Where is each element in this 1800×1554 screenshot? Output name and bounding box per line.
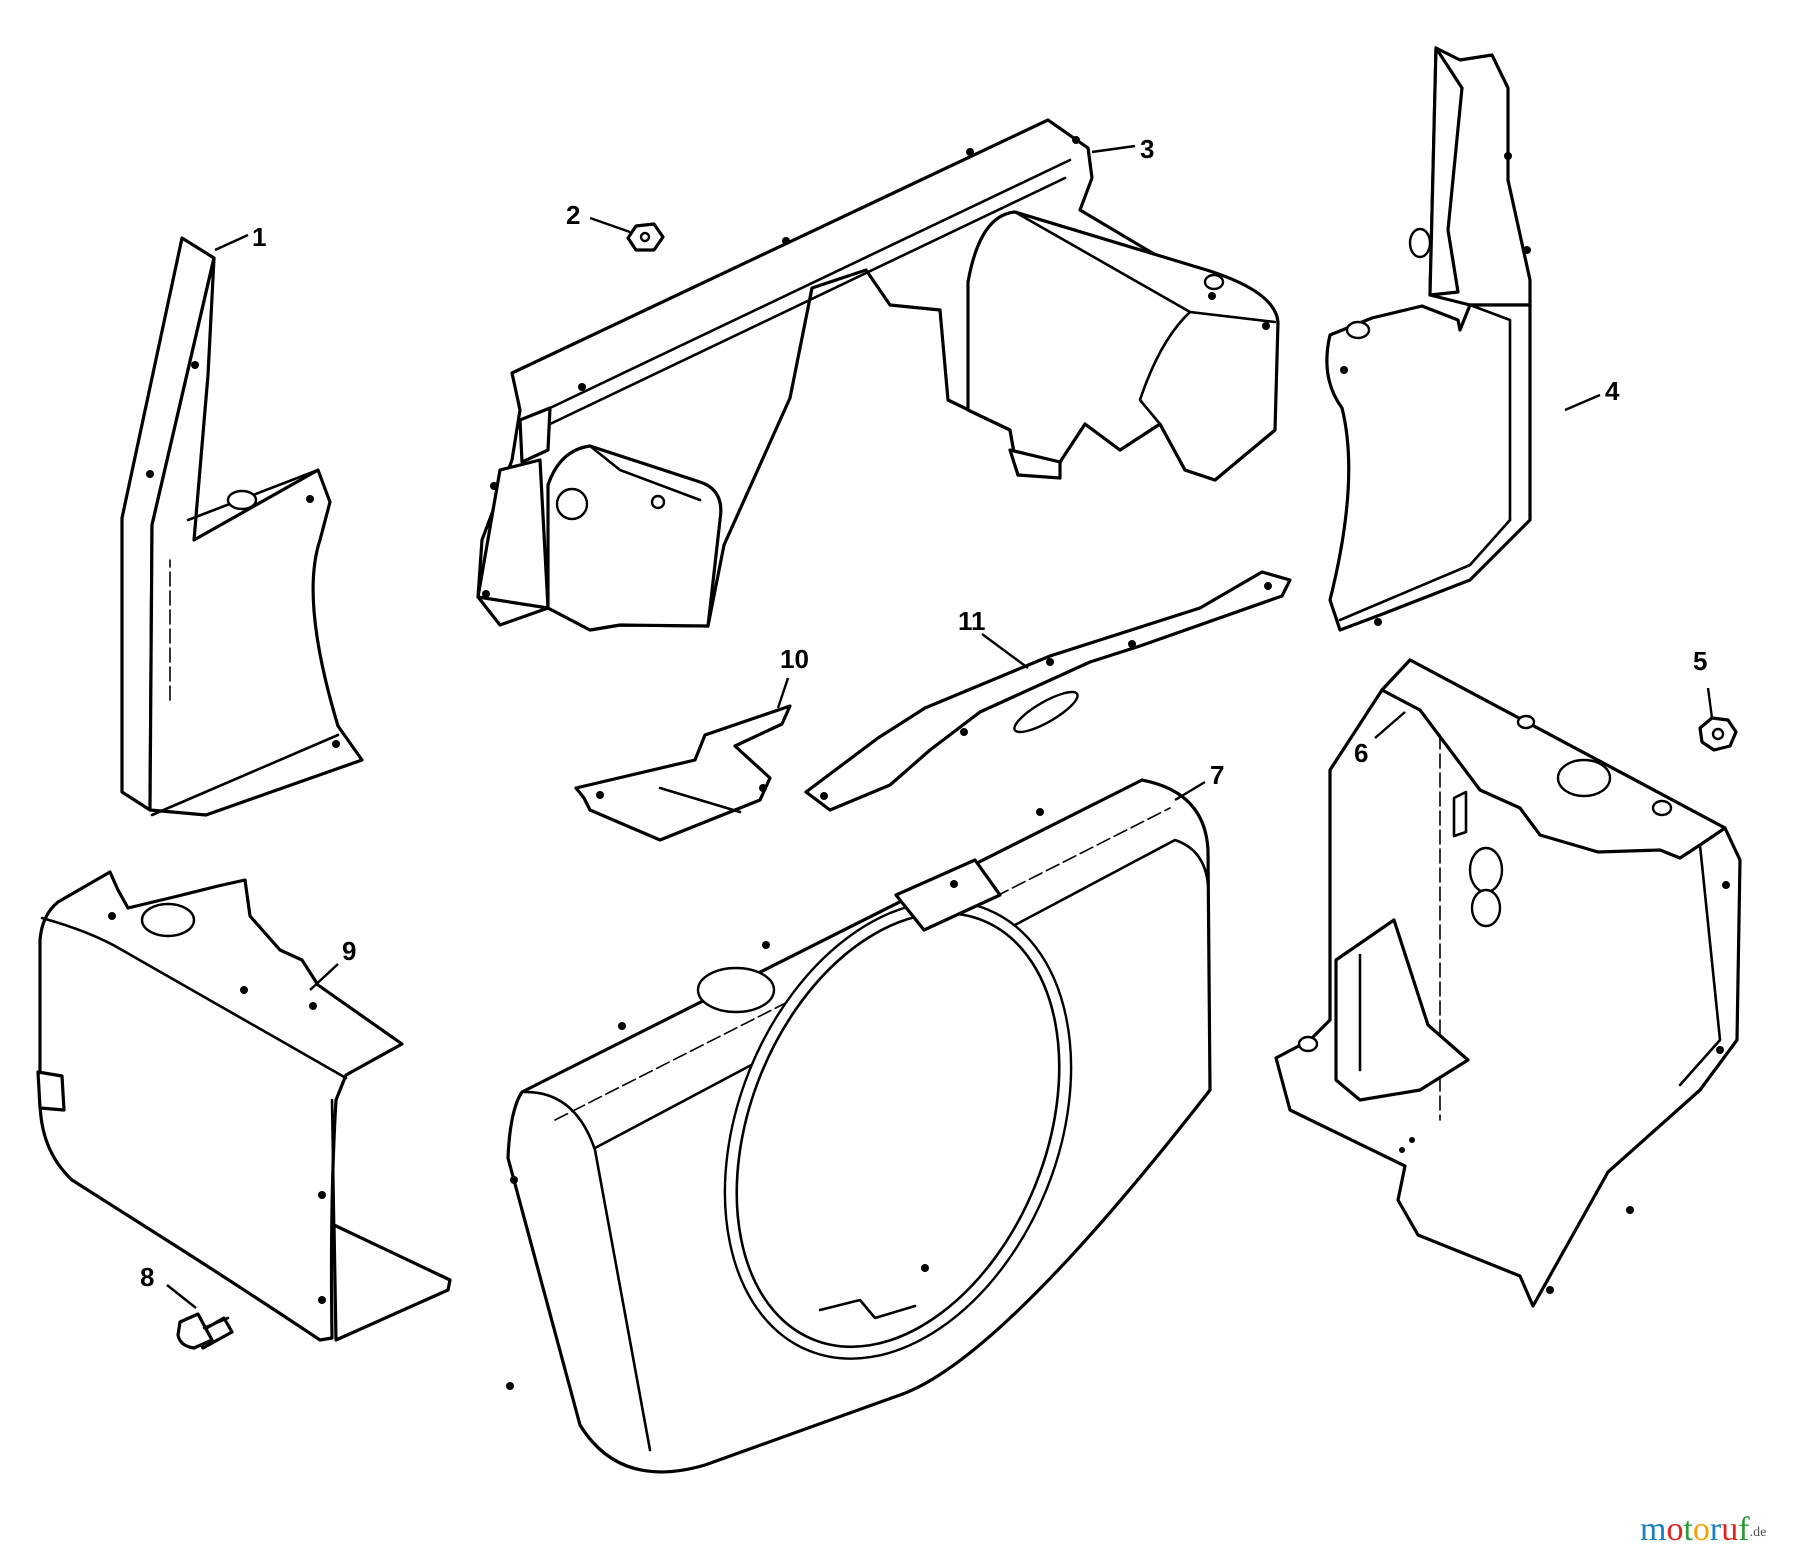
leader-3: [1091, 144, 1136, 154]
leader-lines: [166, 144, 1714, 1309]
callout-labels: 1 2 3 4 5 6 7 8 9 10 11: [140, 134, 1707, 1292]
callout-10: 10: [780, 644, 809, 674]
logo-letter-u: u: [1721, 1511, 1738, 1548]
leader-7: [1174, 780, 1206, 802]
logo-letter-f: f: [1738, 1511, 1750, 1548]
logo-letter-r: r: [1710, 1511, 1722, 1548]
callout-2: 2: [566, 200, 580, 230]
callout-5: 5: [1693, 646, 1707, 676]
part-5-lock-washer: [1698, 716, 1738, 752]
part-11-long-bracket: [804, 570, 1292, 812]
part-1-left-shroud: [120, 236, 364, 817]
part-2-nut: [626, 222, 665, 252]
callout-7: 7: [1210, 760, 1224, 790]
leader-10: [776, 677, 790, 709]
leader-4: [1564, 393, 1601, 412]
callout-6: 6: [1354, 738, 1368, 768]
part-3-rear-shroud: [476, 118, 1280, 632]
part-9-left-lower-shroud: [36, 870, 452, 1342]
leader-9: [309, 963, 339, 991]
leader-2: [589, 216, 631, 234]
callout-11: 11: [958, 606, 986, 636]
callout-4: 4: [1605, 376, 1620, 406]
leader-11: [981, 633, 1029, 669]
part-10-bracket: [574, 704, 792, 842]
leader-6: [1374, 711, 1406, 739]
part-6-right-lower-shroud: [1274, 658, 1742, 1308]
callout-8: 8: [140, 1262, 154, 1292]
logo-letter-m: m: [1640, 1511, 1666, 1548]
watermark-logo: motoruf.de: [1640, 1511, 1766, 1548]
logo-letter-o2: o: [1693, 1511, 1710, 1548]
part-4-right-shroud: [1325, 46, 1532, 632]
callout-1: 1: [252, 222, 266, 252]
logo-letter-t: t: [1683, 1511, 1693, 1548]
logo-tld: .de: [1750, 1525, 1767, 1540]
leader-1: [214, 233, 249, 252]
leader-5: [1706, 687, 1714, 719]
callout-9: 9: [342, 936, 356, 966]
callout-3: 3: [1140, 134, 1154, 164]
leader-8: [166, 1284, 197, 1309]
part-7-blower-housing: [506, 778, 1212, 1474]
part-8-bolt: [176, 1312, 234, 1350]
logo-letter-o: o: [1666, 1511, 1683, 1548]
